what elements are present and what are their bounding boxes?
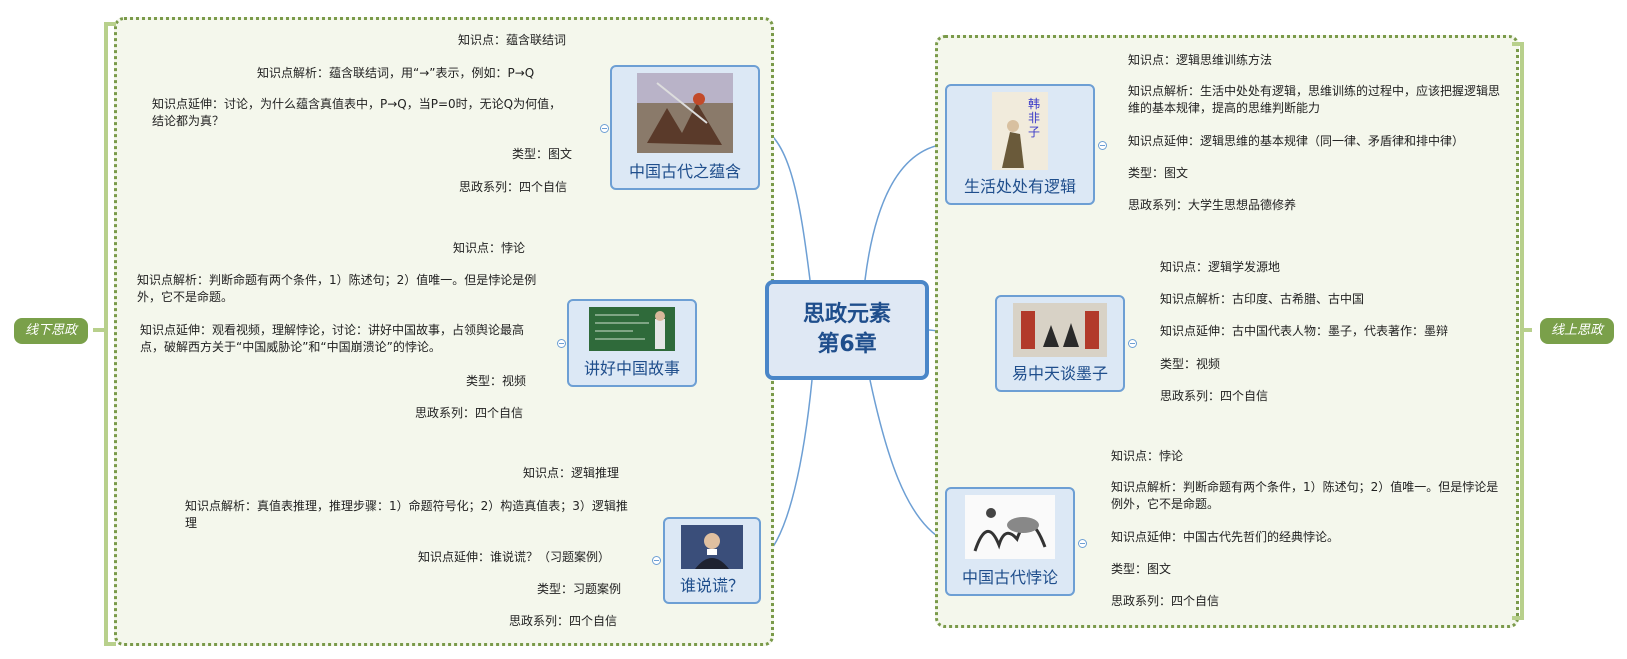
leaf-extension[interactable]: 知识点延伸：中国古代先哲们的经典悖论。 bbox=[1111, 530, 1340, 544]
svg-text:子: 子 bbox=[1028, 125, 1040, 139]
connector-center bbox=[869, 379, 946, 542]
leaf-type[interactable]: 类型：图文 bbox=[1111, 562, 1172, 576]
topic-title: 易中天谈墨子 bbox=[1011, 364, 1108, 383]
topic-title: 谁说谎？ bbox=[679, 576, 744, 595]
offline-label[interactable]: 线下思政 bbox=[14, 318, 88, 344]
leaf-series[interactable]: 思政系列：大学生思想品德修养 bbox=[1128, 198, 1297, 212]
tv-show-icon bbox=[1013, 303, 1107, 357]
leaf-type[interactable]: 类型：视频 bbox=[466, 374, 527, 388]
leaf-type[interactable]: 类型：习题案例 bbox=[537, 582, 622, 596]
leaf-knowledge[interactable]: 知识点：逻辑学发源地 bbox=[1160, 260, 1281, 274]
topic-title: 中国古代之蕴含 bbox=[628, 162, 741, 181]
leaf-analysis[interactable]: 知识点解析：蕴含联结词，用“→”表示，例如：P→Q bbox=[257, 66, 535, 80]
topic-title: 中国古代悖论 bbox=[961, 568, 1058, 587]
leaf-analysis[interactable]: 知识点解析：判断命题有两个条件，1）陈述句；2）值唯一。但是悖论是例外，它不是命… bbox=[137, 273, 537, 304]
leaf-knowledge[interactable]: 知识点：蕴含联结词 bbox=[458, 33, 567, 47]
hanfeizi-portrait-icon: 韩 非 子 bbox=[992, 92, 1048, 170]
leaf-analysis[interactable]: 知识点解析：判断命题有两个条件，1）陈述句；2）值唯一。但是悖论是例外，它不是命… bbox=[1111, 480, 1499, 511]
leaf-extension[interactable]: 知识点延伸：观看视频，理解悖论，讨论：讲好中国故事，占领舆论最高点，破解西方关于… bbox=[140, 323, 525, 354]
left-bracket-tick bbox=[93, 328, 105, 332]
central-topic-line2: 第6章 bbox=[817, 332, 877, 357]
topic-china-story[interactable]: 讲好中国故事 bbox=[567, 299, 697, 387]
leaf-extension[interactable]: 知识点延伸：古中国代表人物：墨子，代表著作：墨辩 bbox=[1160, 324, 1449, 338]
blackboard-lecture-icon bbox=[589, 307, 675, 351]
topic-ancient-implication[interactable]: 中国古代之蕴含 bbox=[610, 65, 760, 190]
leaf-knowledge[interactable]: 知识点：悖论 bbox=[1111, 449, 1184, 463]
leaf-knowledge[interactable]: 知识点：逻辑推理 bbox=[523, 466, 620, 480]
topic-logic-everywhere[interactable]: 韩 非 子 生活处处有逻辑 bbox=[945, 84, 1095, 205]
central-topic-line1: 思政元素 bbox=[802, 302, 891, 327]
press-conference-icon bbox=[681, 525, 743, 569]
leaf-knowledge[interactable]: 知识点：逻辑思维训练方法 bbox=[1128, 53, 1273, 67]
leaf-type[interactable]: 类型：图文 bbox=[1128, 166, 1189, 180]
leaf-series[interactable]: 思政系列：四个自信 bbox=[459, 180, 568, 194]
leaf-series[interactable]: 思政系列：四个自信 bbox=[1160, 389, 1269, 403]
right-bracket-tick bbox=[1520, 328, 1532, 332]
leaf-extension[interactable]: 知识点延伸：讨论，为什么蕴含真值表中，P→Q，当P=0时，无论Q为何值，结论都为… bbox=[152, 97, 562, 128]
central-topic[interactable]: 思政元素 第6章 bbox=[765, 280, 929, 380]
leaf-analysis[interactable]: 知识点解析：生活中处处有逻辑，思维训练的过程中，应该把握逻辑思维的基本规律，提高… bbox=[1128, 84, 1501, 115]
leaf-series[interactable]: 思政系列：四个自信 bbox=[1111, 594, 1220, 608]
online-label[interactable]: 线上思政 bbox=[1540, 318, 1614, 344]
leaf-analysis[interactable]: 知识点解析：古印度、古希腊、古中国 bbox=[1160, 292, 1365, 306]
collapse-toggle[interactable] bbox=[557, 339, 566, 348]
topic-yizhongtian-mozi[interactable]: 易中天谈墨子 bbox=[995, 295, 1125, 392]
topic-who-lies[interactable]: 谁说谎？ bbox=[663, 517, 761, 604]
leaf-type[interactable]: 类型：图文 bbox=[512, 147, 573, 161]
leaf-series[interactable]: 思政系列：四个自信 bbox=[509, 614, 618, 628]
connector-center bbox=[864, 143, 946, 281]
collapse-toggle[interactable] bbox=[600, 124, 609, 133]
left-bracket bbox=[104, 22, 116, 646]
leaf-knowledge[interactable]: 知识点：悖论 bbox=[453, 241, 526, 255]
leaf-extension[interactable]: 知识点延伸：逻辑思维的基本规律（同一律、矛盾律和排中律） bbox=[1128, 134, 1465, 148]
topic-ancient-paradox[interactable]: 中国古代悖论 bbox=[945, 487, 1075, 596]
collapse-toggle[interactable] bbox=[1098, 141, 1107, 150]
ink-painting-icon bbox=[965, 495, 1055, 559]
collapse-toggle[interactable] bbox=[652, 556, 661, 565]
topic-title: 讲好中国故事 bbox=[583, 359, 680, 378]
collapse-toggle[interactable] bbox=[1128, 339, 1137, 348]
svg-text:非: 非 bbox=[1028, 111, 1040, 125]
battle-painting-icon bbox=[637, 73, 733, 153]
leaf-type[interactable]: 类型：视频 bbox=[1160, 357, 1221, 371]
leaf-series[interactable]: 思政系列：四个自信 bbox=[415, 406, 524, 420]
collapse-toggle[interactable] bbox=[1078, 539, 1087, 548]
svg-text:韩: 韩 bbox=[1028, 96, 1040, 111]
topic-title: 生活处处有逻辑 bbox=[963, 177, 1076, 196]
leaf-analysis[interactable]: 知识点解析：真值表推理，推理步骤：1）命题符号化；2）构造真值表；3）逻辑推理 bbox=[185, 499, 628, 530]
leaf-extension[interactable]: 知识点延伸：谁说谎？（习题案例） bbox=[418, 550, 611, 564]
